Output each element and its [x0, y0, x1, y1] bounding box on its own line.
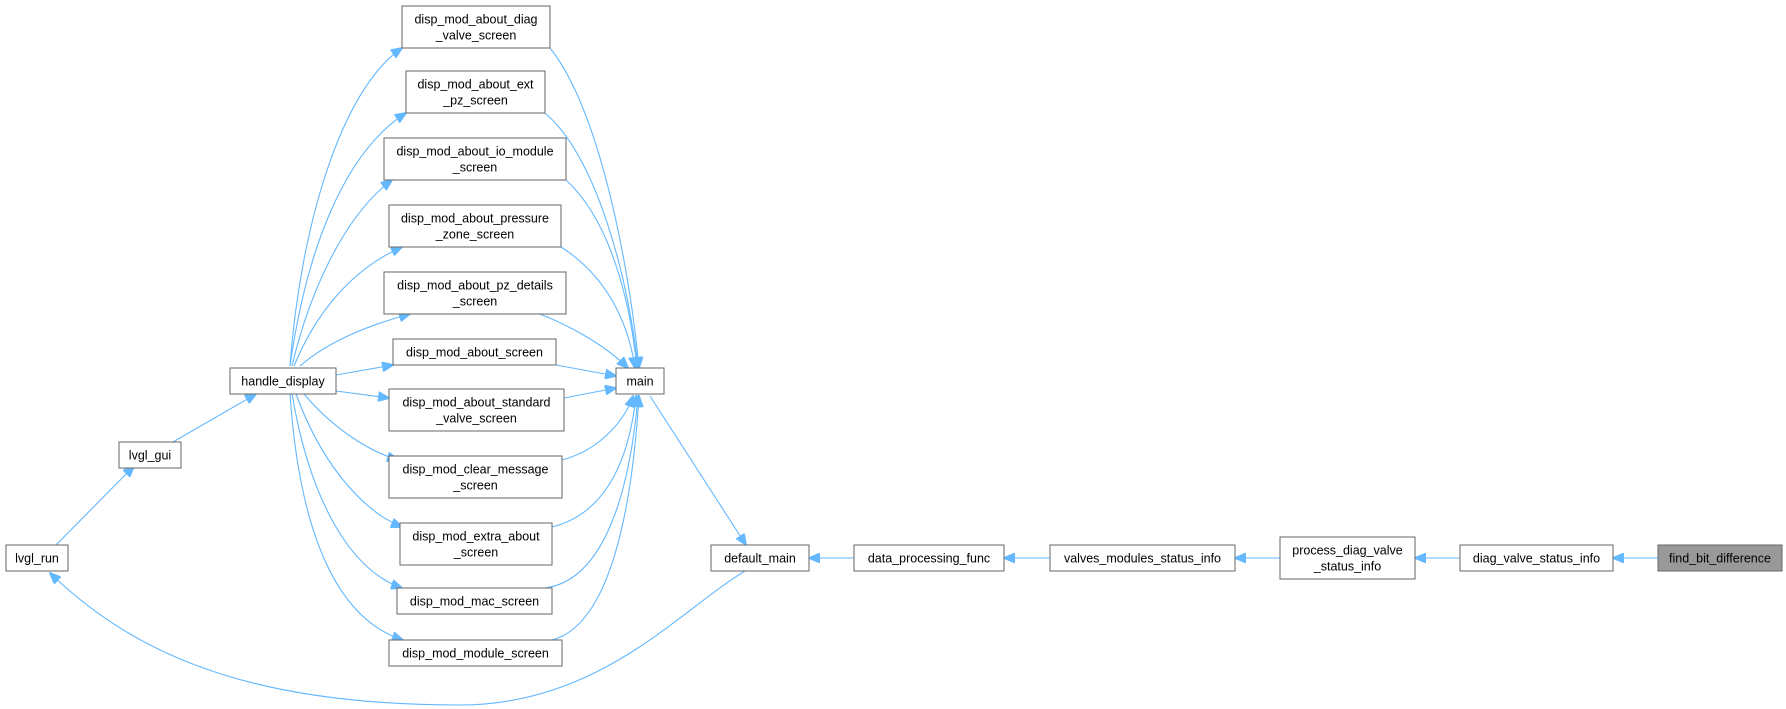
node-label: disp_mod_module_screen	[402, 647, 549, 661]
node-process-diag-valve-status-info[interactable]: process_diag_valve _status_info	[1279, 536, 1416, 580]
node-label: disp_mod_about_diag	[414, 13, 537, 27]
edges	[50, 47, 1658, 706]
edge-lvgl-gui-to-handle-display	[172, 394, 256, 443]
node-label: diag_valve_status_info	[1473, 552, 1600, 566]
edge-handle-display-to-io-module	[291, 180, 392, 367]
node-label: lvgl_gui	[129, 449, 171, 463]
edge-main-to-io-module	[565, 179, 637, 368]
edge-default-main-to-lvgl-run	[50, 570, 746, 706]
edge-handle-display-to-pz-details	[299, 314, 410, 367]
node-disp-mod-extra-about-screen[interactable]: disp_mod_extra_about _screen	[399, 522, 553, 566]
edge-main-to-standard-valve	[563, 388, 616, 399]
node-label: data_processing_func	[868, 552, 990, 566]
node-label: _valve_screen	[435, 412, 517, 426]
node-label: _screen	[452, 295, 498, 309]
edge-handle-display-to-about-screen	[335, 365, 393, 376]
node-label: default_main	[724, 552, 796, 566]
node-label: _screen	[452, 479, 498, 493]
node-label: _status_info	[1313, 560, 1381, 574]
edge-handle-display-to-ext-pz	[289, 113, 406, 367]
node-label: disp_mod_clear_message	[403, 463, 549, 477]
edge-main-to-pressure-zone	[560, 246, 635, 368]
node-handle-display[interactable]: handle_display	[229, 367, 337, 395]
node-label: disp_mod_about_pz_details	[397, 279, 553, 293]
edge-handle-display-to-module-screen	[289, 393, 403, 640]
node-disp-mod-about-diag-valve-screen[interactable]: disp_mod_about_diag _valve_screen	[401, 5, 551, 49]
edge-handle-display-to-pressure-zone	[293, 247, 402, 367]
edge-handle-display-to-standard-valve	[335, 390, 389, 398]
node-label: find_bit_difference	[1669, 552, 1771, 566]
edge-handle-display-to-clear-message	[303, 393, 398, 460]
edge-main-to-diag-valve	[549, 47, 639, 368]
node-label: lvgl_run	[15, 552, 59, 566]
node-label: handle_display	[241, 375, 325, 389]
node-label: _valve_screen	[435, 29, 517, 43]
node-label: disp_mod_extra_about	[412, 530, 540, 544]
edge-handle-display-to-diag-valve	[289, 48, 402, 367]
node-valves-modules-status-info[interactable]: valves_modules_status_info	[1049, 544, 1236, 572]
edge-main-to-about-screen	[555, 364, 616, 376]
node-label: disp_mod_about_io_module	[396, 145, 553, 159]
edge-main-to-default-main	[649, 395, 746, 545]
edge-main-to-module-screen	[551, 396, 639, 641]
node-label: disp_mod_mac_screen	[410, 595, 539, 609]
node-label: disp_mod_about_ext	[417, 78, 534, 92]
node-disp-mod-about-ext-pz-screen[interactable]: disp_mod_about_ext _pz_screen	[405, 70, 546, 114]
edge-main-to-clear-message	[561, 396, 633, 461]
node-disp-mod-mac-screen[interactable]: disp_mod_mac_screen	[396, 587, 553, 615]
node-main[interactable]: main	[615, 367, 665, 395]
node-disp-mod-about-io-module-screen[interactable]: disp_mod_about_io_module _screen	[383, 137, 567, 181]
edge-main-to-pz-details	[539, 313, 628, 368]
edge-handle-display-to-extra-about	[295, 393, 402, 527]
node-default-main[interactable]: default_main	[710, 544, 810, 572]
node-label: disp_mod_about_screen	[406, 346, 543, 360]
node-label: _zone_screen	[435, 228, 515, 242]
edge-handle-display-to-mac-screen	[291, 393, 402, 588]
node-data-processing-func[interactable]: data_processing_func	[853, 544, 1005, 572]
node-label: _screen	[453, 546, 499, 560]
edge-lvgl-run-to-lvgl-gui	[55, 466, 134, 546]
node-diag-valve-status-info[interactable]: diag_valve_status_info	[1459, 544, 1614, 572]
node-label: main	[626, 375, 653, 389]
edge-main-to-extra-about	[551, 396, 636, 528]
node-disp-mod-about-pz-details-screen[interactable]: disp_mod_about_pz_details _screen	[383, 271, 567, 315]
edge-main-to-ext-pz	[544, 112, 638, 368]
node-label: _pz_screen	[442, 94, 508, 108]
node-label: disp_mod_about_pressure	[401, 212, 549, 226]
node-lvgl-gui[interactable]: lvgl_gui	[118, 441, 182, 469]
node-disp-mod-about-screen[interactable]: disp_mod_about_screen	[392, 338, 557, 366]
node-lvgl-run[interactable]: lvgl_run	[5, 544, 69, 572]
node-label: valves_modules_status_info	[1064, 552, 1221, 566]
node-label: process_diag_valve	[1292, 544, 1403, 558]
node-disp-mod-clear-message-screen[interactable]: disp_mod_clear_message _screen	[388, 455, 563, 499]
node-disp-mod-about-standard-valve-screen[interactable]: disp_mod_about_standard _valve_screen	[388, 388, 565, 432]
node-disp-mod-module-screen[interactable]: disp_mod_module_screen	[388, 639, 563, 667]
node-label: disp_mod_about_standard	[402, 396, 550, 410]
edge-main-to-mac-screen	[544, 396, 638, 589]
node-find-bit-difference[interactable]: find_bit_difference	[1657, 544, 1783, 572]
node-disp-mod-about-pressure-zone-screen[interactable]: disp_mod_about_pressure _zone_screen	[388, 204, 562, 248]
node-label: _screen	[452, 161, 498, 175]
